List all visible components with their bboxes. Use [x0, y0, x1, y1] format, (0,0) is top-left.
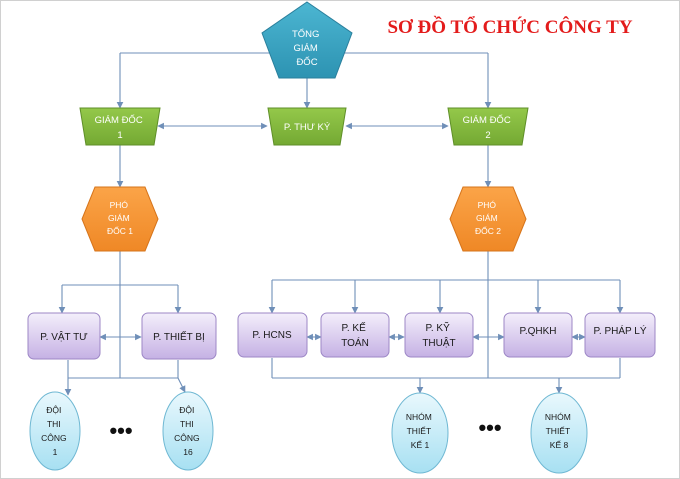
svg-text:P.QHKH: P.QHKH	[519, 326, 556, 337]
director-2-label-1: GIÁM ĐỐC	[463, 114, 511, 126]
svg-text:ĐỘI THI CÔNG: ĐỘI THI CÔNG 1	[41, 405, 69, 457]
svg-text:P. KẾ TOÁN: P. KẾ TOÁN	[341, 321, 369, 349]
svg-text:GIÁM ĐỐC 2: GIÁM ĐỐC 2	[463, 114, 514, 141]
deputy-director-1-node[interactable]: PHÓ GIÁM ĐỐC 1	[81, 186, 159, 252]
page-title: SƠ ĐỒ TỔ CHỨC CÔNG TY	[387, 16, 632, 38]
team-16-label-4: 16	[183, 447, 193, 457]
svg-text:GIÁM ĐỐC 1: GIÁM ĐỐC 1	[95, 114, 146, 141]
svg-text:P. PHÁP LÝ: P. PHÁP LÝ	[594, 324, 647, 337]
deputy-director-2-node[interactable]: PHÓ GIÁM ĐỐC 2	[449, 186, 527, 252]
dept-equipment[interactable]: P. THIẾT BỊ	[141, 312, 217, 360]
dept-technical[interactable]: P. KỸ THUẬT	[404, 312, 474, 358]
team-1-label-2: THI	[47, 419, 61, 429]
svg-text:P. THƯ KÝ: P. THƯ KÝ	[284, 122, 331, 133]
dept-accounting[interactable]: P. KẾ TOÁN	[320, 312, 390, 358]
secretary-label: P. THƯ KÝ	[284, 122, 331, 133]
dept-accounting-label-1: P. KẾ	[341, 321, 366, 334]
connectors	[58, 52, 624, 396]
team-16-label-2: THI	[180, 419, 194, 429]
ceo-label-2: GIÁM	[294, 43, 318, 54]
ceo-label-3: ĐỐC	[296, 56, 317, 68]
svg-text:PHÓ GIÁM ĐỐC 2: PHÓ GIÁM ĐỐC 2	[475, 200, 501, 236]
dept-technical-label-1: P. KỸ	[425, 321, 450, 334]
team-16-label-1: ĐỘI	[179, 405, 194, 415]
director-2-label-2: 2	[485, 130, 490, 141]
dept-hr-label: P. HCNS	[252, 330, 292, 341]
design-8-label-1: NHÓM	[545, 412, 571, 422]
svg-text:PHÓ GIÁM ĐỐC 1: PHÓ GIÁM ĐỐC 1	[107, 200, 133, 236]
dept-supplies-label: P. VẬT TƯ	[40, 330, 88, 343]
dept-qhkh-label: P.QHKH	[519, 326, 556, 337]
deputy-1-label-3: ĐỐC 1	[107, 225, 133, 236]
deputy-1-label-2: GIÁM	[108, 213, 130, 223]
deputy-2-label-2: GIÁM	[476, 213, 498, 223]
svg-text:NHÓM THIẾT KẾ 8: NHÓM THIẾT KẾ 8	[545, 412, 573, 450]
dept-hr[interactable]: P. HCNS	[237, 312, 308, 358]
dept-legal-label: P. PHÁP LÝ	[594, 324, 647, 337]
design-1-label-2: THIẾT	[407, 426, 431, 436]
team-1-label-3: CÔNG	[41, 433, 67, 443]
ceo-label-1: TỔNG	[292, 28, 319, 40]
svg-text:NHÓM THIẾT KẾ 1: NHÓM THIẾT KẾ 1	[406, 412, 434, 450]
deputy-2-label-3: ĐỐC 2	[475, 225, 501, 236]
ceo-node[interactable]: TỔNG GIÁM ĐỐC	[261, 1, 353, 79]
svg-text:P. THIẾT BỊ: P. THIẾT BỊ	[153, 330, 205, 343]
svg-text:P. KỸ THUẬT: P. KỸ THUẬT	[422, 321, 455, 349]
director-2-node[interactable]: GIÁM ĐỐC 2	[447, 107, 529, 146]
team-1-label-1: ĐỘI	[46, 405, 61, 415]
svg-text:P. HCNS: P. HCNS	[252, 330, 292, 341]
team-16[interactable]: ĐỘI THI CÔNG 16	[162, 391, 214, 471]
design-8-label-2: THIẾT	[546, 426, 570, 436]
deputy-2-label-1: PHÓ	[478, 200, 497, 210]
dept-qhkh[interactable]: P.QHKH	[503, 312, 573, 358]
team-16-label-3: CÔNG	[174, 433, 200, 443]
design-groups-ellipsis: •••	[478, 415, 501, 440]
director-1-node[interactable]: GIÁM ĐỐC 1	[79, 107, 161, 146]
dept-legal[interactable]: P. PHÁP LÝ	[584, 312, 656, 358]
secretary-node[interactable]: P. THƯ KÝ	[267, 107, 347, 146]
svg-text:TỔNG GIÁM ĐỐC: TỔNG GIÁM ĐỐC	[292, 28, 322, 68]
design-group-8[interactable]: NHÓM THIẾT KẾ 8	[530, 392, 588, 474]
director-1-label-2: 1	[117, 130, 122, 141]
svg-text:ĐỘI THI CÔNG: ĐỘI THI CÔNG 16	[174, 405, 202, 457]
teams-ellipsis: •••	[109, 418, 132, 443]
dept-technical-label-2: THUẬT	[422, 336, 455, 349]
svg-text:P. VẬT TƯ: P. VẬT TƯ	[40, 330, 88, 343]
team-1[interactable]: ĐỘI THI CÔNG 1	[29, 391, 81, 471]
team-1-label-4: 1	[53, 447, 58, 457]
design-group-1[interactable]: NHÓM THIẾT KẾ 1	[391, 392, 449, 474]
design-8-label-3: KẾ 8	[550, 440, 569, 450]
design-1-label-3: KẾ 1	[411, 440, 430, 450]
dept-supplies[interactable]: P. VẬT TƯ	[27, 312, 101, 360]
dept-accounting-label-2: TOÁN	[341, 336, 369, 349]
design-1-label-1: NHÓM	[406, 412, 432, 422]
dept-equipment-label: P. THIẾT BỊ	[153, 330, 205, 343]
director-1-label-1: GIÁM ĐỐC	[95, 114, 143, 126]
deputy-1-label-1: PHÓ	[110, 200, 129, 210]
